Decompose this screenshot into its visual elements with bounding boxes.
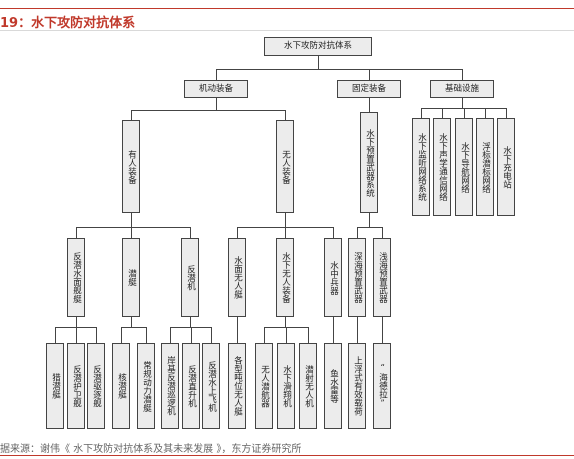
leaf-torpedoes-mines: 鱼水雷等 (324, 343, 342, 429)
leaf-floating-payload: 上浮式有效载荷 (348, 343, 366, 429)
leaf-usv-all-tonnage: 各型吨位无人艇 (228, 343, 246, 429)
leaf-sub-launched-uav: 潜射无人机 (299, 343, 317, 429)
leaf-nuclear-submarine: 核潜艇 (112, 343, 130, 429)
leaf-submarine-chaser: 猎潜艇 (46, 343, 64, 429)
node-charging-station: 水下充电站 (497, 118, 515, 216)
leaf-asw-seaplane: 反潜水上飞机 (202, 343, 220, 429)
node-listening-network: 水下监听网络系统 (412, 118, 430, 216)
node-preset-weapon-system: 水下预置武器系统 (360, 112, 378, 213)
node-buoy-network: 浮标潜标网络 (476, 118, 494, 216)
node-acoustic-comm-network: 水下声学通信网络 (433, 118, 451, 216)
top-rule (0, 8, 574, 9)
leaf-conventional-submarine: 常规动力潜艇 (137, 343, 155, 429)
node-manned: 有人装备 (122, 120, 140, 213)
leaf-hydra: “海德拉” (373, 343, 391, 429)
node-asw-aircraft: 反潜机 (181, 238, 199, 317)
leaf-asw-frigate: 反潜护卫舰 (67, 343, 85, 429)
root-node: 水下攻防对抗体系 (264, 37, 372, 56)
node-unmanned: 无人装备 (276, 120, 294, 213)
leaf-asw-destroyer: 反潜驱逐舰 (87, 343, 105, 429)
node-usv: 水面无人艇 (228, 238, 246, 317)
title-divider (0, 30, 574, 31)
node-navigation-network: 水下导航网络 (455, 118, 473, 216)
source-note: 据来源：谢伟《 水下攻防对抗体系及其未来发展 》，东方证券研究所 (0, 444, 302, 455)
node-deep-sea-preset: 深海预置武器 (348, 238, 366, 317)
node-mobile-equipment: 机动装备 (184, 80, 248, 98)
leaf-underwater-glider: 水下滑翔机 (277, 343, 295, 429)
leaf-uuv: 无人潜航器 (255, 343, 273, 429)
node-shallow-sea-preset: 浅海预置武器 (373, 238, 391, 317)
node-underwater-weapons: 水中兵器 (324, 238, 342, 317)
node-infrastructure: 基础设施 (430, 80, 494, 98)
node-fixed-equipment: 固定装备 (337, 80, 401, 98)
leaf-shore-patrol-aircraft: 岸基反潜巡逻机 (161, 343, 179, 429)
node-asw-surface-ships: 反潜水面舰艇 (67, 238, 85, 317)
node-underwater-unmanned: 水下无人装备 (276, 238, 294, 317)
leaf-asw-helicopter: 反潜直升机 (182, 343, 200, 429)
bottom-rule (0, 455, 574, 456)
figure-title: 19：水下攻防对抗体系 (0, 16, 136, 31)
node-submarine: 潜艇 (122, 238, 140, 317)
